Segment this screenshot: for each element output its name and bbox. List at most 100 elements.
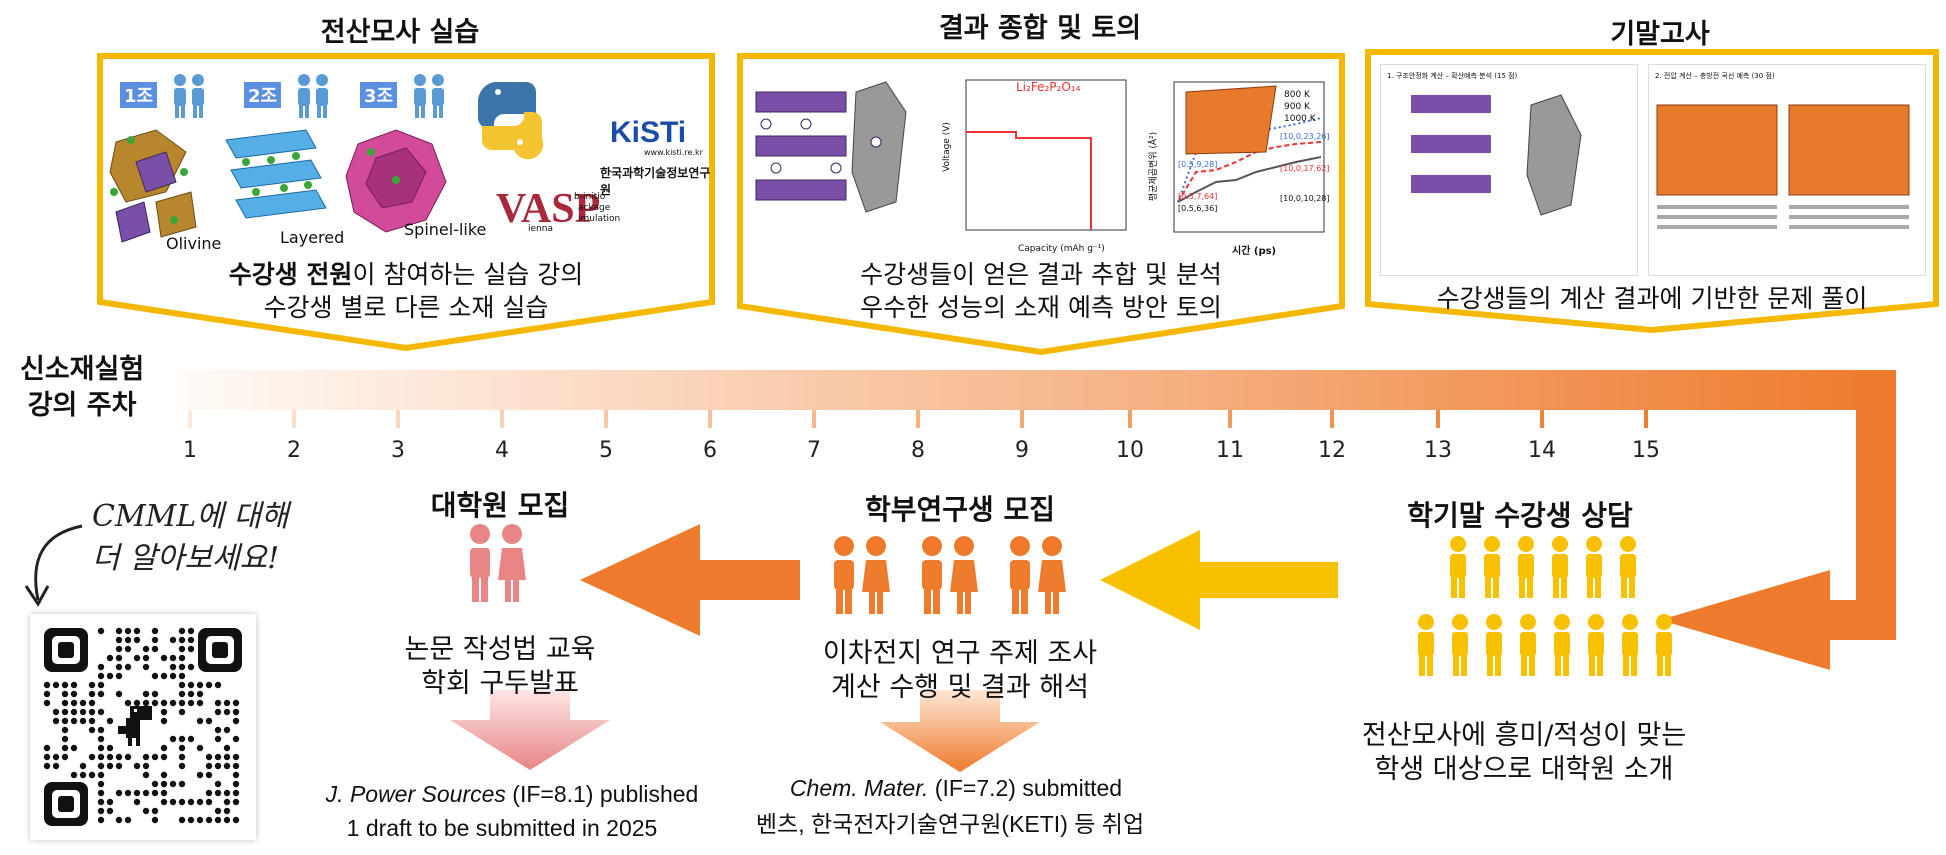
timeline-return-arrow [1660, 570, 1896, 670]
qr-note: CMML에 대해 더 알아보세요! [92, 496, 289, 580]
stage-grad-line2: 학회 구두발표 [421, 668, 579, 699]
exam-doc-1-figure [1411, 94, 1582, 216]
exam-doc-1-heading: 1. 구조안정화 계산 – 확산예측 분석 (15 점) [1387, 72, 1518, 80]
voltage-chart [965, 79, 1127, 231]
voltage-xlabel: Capacity (mAh g⁻¹) [1018, 244, 1105, 254]
person-icon [1520, 614, 1536, 676]
people-icon-yellow [1418, 536, 1672, 676]
week-label: 6 [703, 438, 717, 463]
msd-annot-5: [0.5,7,64] [1178, 192, 1218, 201]
exam-panel: 1. 구조안정화 계산 – 확산예측 분석 (15 점) 2. 전압 계산 – … [1364, 48, 1940, 334]
timeline-bar [180, 370, 1896, 410]
olivine-structure-icon [109, 129, 197, 243]
week-label: 12 [1318, 438, 1346, 463]
timeline-ticks [188, 410, 1648, 428]
msd-annot-6: [0.5,6,36] [1178, 204, 1218, 213]
week-label: 9 [1015, 438, 1029, 463]
person-icon [1486, 614, 1502, 676]
group-label-1: 1조 [120, 82, 158, 108]
person-icon [1484, 536, 1500, 598]
stage-undergrad-pub1-rest: (IF=7.2) submitted [928, 775, 1123, 801]
structure-name-olivine: Olivine [166, 234, 222, 253]
qr-code[interactable] [30, 614, 256, 840]
msd-legend-800: 800 K [1284, 90, 1310, 100]
vasp-text-4: ienna [528, 224, 553, 234]
week-label: 11 [1216, 438, 1244, 463]
svg-text:VASP: VASP [496, 186, 600, 232]
timeline-tick [1228, 410, 1232, 428]
person-icon [1418, 614, 1434, 676]
dino-icon [118, 706, 152, 746]
stage-undergrad-journal: Chem. Mater. [789, 775, 929, 801]
msd-annot-1: [10,0,23,26] [1280, 132, 1330, 141]
group-label-3: 3조 [360, 82, 398, 108]
person-icon [1586, 536, 1602, 598]
stage-grad-pub1: J. Power Sources (IF=8.1) published [326, 778, 699, 810]
msd-legend-900: 900 K [1284, 102, 1310, 112]
stage-counsel-line2: 학생 대상으로 대학원 소개 [1374, 754, 1674, 785]
discussion-caption-line1: 수강생들이 얻은 결과 추합 및 분석 [860, 260, 1222, 289]
stage-grad-pub2: 1 draft to be submitted in 2025 [346, 815, 658, 841]
person-icon [1554, 614, 1570, 676]
discussion-caption-line2: 우수한 성능의 소재 예측 방안 토의 [860, 293, 1222, 322]
msd-annot-2: [10,0,17,62] [1280, 164, 1330, 173]
crystal-structure-icon [755, 81, 907, 213]
discussion-caption: 수강생들이 얻은 결과 추합 및 분석 우수한 성능의 소재 예측 방안 토의 [746, 258, 1336, 324]
stage-undergrad-pub1: Chem. Mater. (IF=7.2) submitted [790, 772, 1122, 804]
stage-title-counsel: 학기말 수강생 상담 [1407, 499, 1633, 532]
person-icon [1518, 536, 1534, 598]
timeline-tick [812, 410, 816, 428]
week-label: 10 [1116, 438, 1144, 463]
person-icon [1452, 614, 1468, 676]
timeline-tick [188, 410, 192, 428]
qr-note-line2: 더 알아보세요! [92, 541, 280, 576]
timeline-label-line1: 신소재실험 [20, 354, 145, 385]
timeline-tick [1330, 410, 1334, 428]
practice-panel: 1조 2조 3조 [96, 52, 716, 352]
timeline-tick [1436, 410, 1440, 428]
spinel-structure-icon [345, 129, 447, 233]
timeline-tick [1540, 410, 1544, 428]
structure-name-layered: Layered [280, 228, 345, 247]
down-arrow-orange [880, 690, 1040, 772]
arrow-orange [580, 524, 800, 636]
timeline-tick [500, 410, 504, 428]
person-icon [1552, 536, 1568, 598]
layered-structure-icon [225, 129, 327, 219]
stage-grad-line1: 논문 작성법 교육 [404, 634, 596, 665]
qr-note-line1: CMML에 대해 [92, 499, 289, 534]
exam-doc-2-figure [1656, 104, 1910, 229]
person-icon [1450, 536, 1466, 598]
group-label-2: 2조 [244, 82, 282, 108]
exam-doc-1: 1. 구조안정화 계산 – 확산예측 분석 (15 점) [1380, 64, 1638, 276]
timeline-tick [916, 410, 920, 428]
week-label: 4 [495, 438, 509, 463]
vasp-text-2: ackage [578, 203, 611, 213]
svg-text:KiSTi: KiSTi [610, 116, 686, 149]
kisti-url: www.kisti.re.kr [644, 148, 703, 157]
arrow-yellow [1100, 530, 1338, 630]
timeline-tick [708, 410, 712, 428]
vasp-text-1: b-initio [574, 192, 606, 202]
caption-bold: 수강생 전원 [228, 260, 353, 289]
timeline-tick [1644, 410, 1648, 428]
msd-legend-1000: 1000 K [1284, 114, 1316, 124]
panel-title-practice: 전산모사 실습 [320, 17, 480, 48]
week-label: 7 [807, 438, 821, 463]
week-label: 13 [1424, 438, 1452, 463]
stage-title-grad: 대학원 모집 [430, 489, 570, 522]
caption-rest: 이 참여하는 실습 강의 [352, 260, 584, 289]
timeline-tick [292, 410, 296, 428]
people-icon [174, 74, 444, 118]
timeline-tick [1128, 410, 1132, 428]
stage-counsel-line1: 전산모사에 흥미/적성이 맞는 [1361, 720, 1687, 751]
week-label: 15 [1632, 438, 1660, 463]
discussion-figures [755, 79, 1325, 233]
curved-arrow-icon [24, 524, 83, 607]
timeline-tick [604, 410, 608, 428]
timeline-tick [1020, 410, 1024, 428]
week-label: 14 [1528, 438, 1556, 463]
vasp-text-3: imulation [578, 214, 621, 224]
python-logo-icon [477, 82, 544, 160]
